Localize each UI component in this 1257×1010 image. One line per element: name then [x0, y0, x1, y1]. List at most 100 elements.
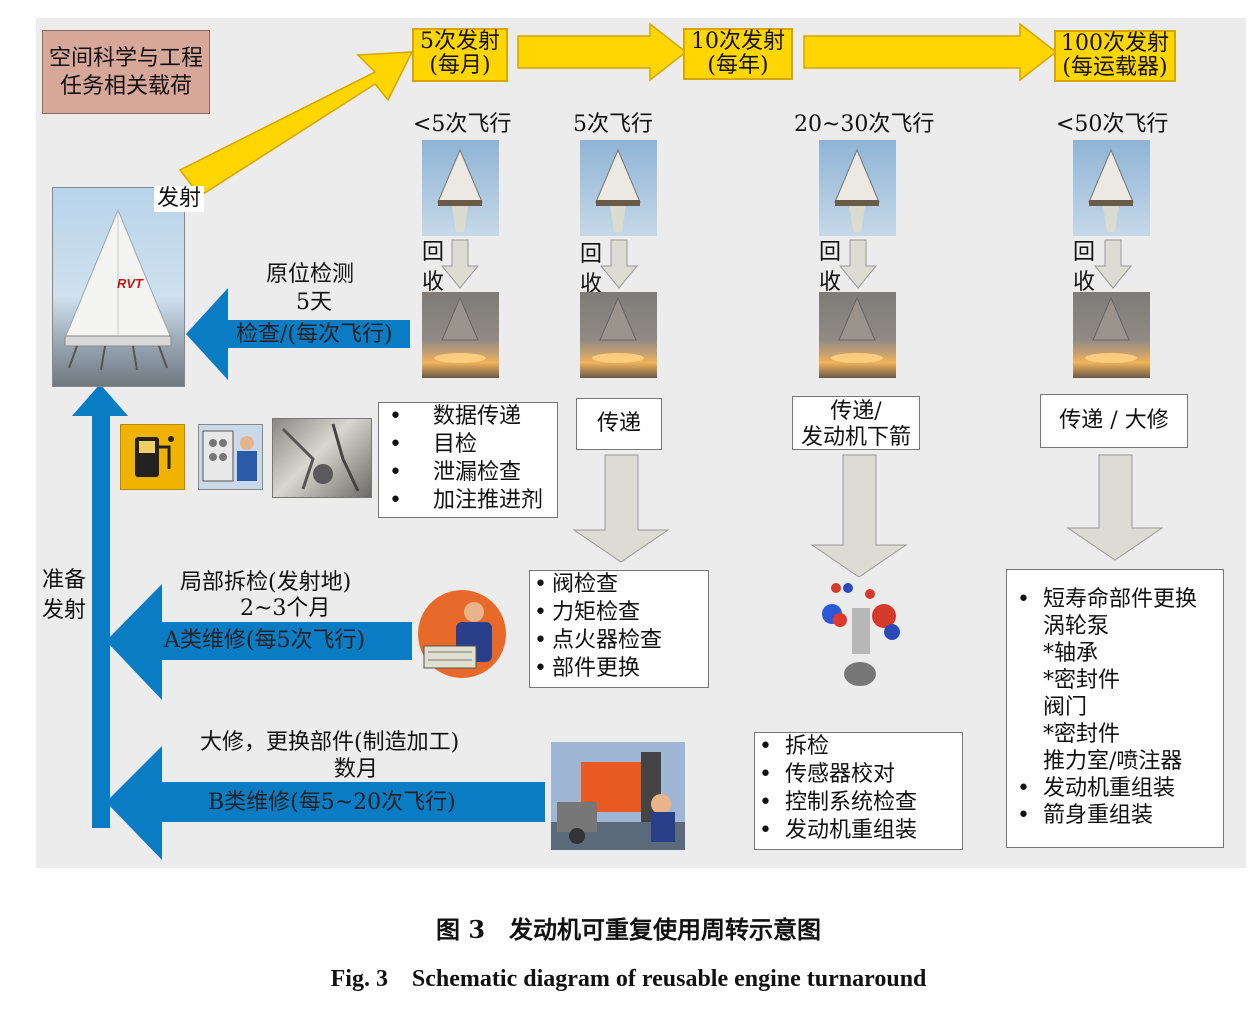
inspection-line1: 原位检测 — [266, 262, 355, 287]
inspection-item: 加注推进剂 — [379, 487, 557, 515]
landing-photo-3 — [819, 292, 896, 378]
recover-arrow-4 — [1093, 239, 1133, 289]
recover-4-char1: 回 — [1073, 240, 1096, 265]
transfer-box-3: 传递 / 大修 — [1040, 394, 1188, 448]
milestone-3-line2: (每运载器) — [1062, 55, 1168, 80]
overhaul-item: *密封件 — [1043, 668, 1121, 693]
milestone-arrow-2 — [803, 22, 1058, 82]
maintenance-b-line1: 大修，更换部件(制造加工) — [200, 730, 460, 755]
transfer-2-line2: 发动机下箭 — [800, 425, 911, 450]
transfer-box-2: 传递/ 发动机下箭 — [792, 396, 920, 450]
recover-2-char1: 回 — [580, 242, 603, 267]
transfer-3-label: 传递 / 大修 — [1059, 408, 1169, 433]
overhaul-list-box: 短寿命部件更换 涡轮泵 *轴承 *密封件 阀门 *密封件 推力室/喷注器 发动机… — [1006, 569, 1224, 848]
recover-label-1: 回 收 — [422, 238, 444, 298]
recover-arrow-3 — [838, 239, 878, 289]
list-a-item: 力矩检查 — [530, 599, 708, 627]
recover-label-2: 回 收 — [580, 240, 602, 300]
prepare-launch-line2: 发射 — [42, 598, 87, 623]
worker-panel-icon — [198, 424, 263, 490]
flight-photo-3 — [819, 140, 896, 236]
flight-photo-2 — [580, 140, 657, 236]
landing-photo-4 — [1073, 292, 1150, 378]
recover-2-char2: 收 — [580, 272, 603, 297]
overhaul-item: 发动机重组装 — [1007, 775, 1223, 802]
payload-line1: 空间科学与工程 — [48, 46, 203, 71]
launch-label: 发射 — [154, 186, 205, 212]
prepare-launch-arrow — [72, 384, 128, 828]
launch-arrow — [178, 51, 414, 198]
list-a-box: 阀检查 力矩检查 点火器检查 部件更换 — [529, 570, 709, 688]
mechanic-clipart — [416, 588, 514, 680]
overhaul-item: 推力室/喷注器 — [1043, 749, 1183, 774]
maintenance-b-arrow — [106, 746, 545, 860]
payload-line2: 任务相关载荷 — [59, 74, 192, 99]
inspection-arrow-label: 检查/(每次飞行) — [236, 322, 393, 347]
list-b-item: 控制系统检查 — [755, 789, 962, 817]
landing-photo-1 — [422, 292, 499, 378]
inspection-arrow — [186, 288, 410, 380]
milestone-1-line2: (每月) — [429, 53, 491, 78]
milestone-box-3: 100次发射 (每运载器) — [1054, 30, 1176, 82]
list-a-item: 阀检查 — [530, 571, 708, 599]
flights-label-1: <5次飞行 — [413, 112, 512, 137]
list-b-item: 发动机重组装 — [755, 817, 962, 845]
vehicle-marking: RVT — [117, 276, 144, 291]
landing-photo-2 — [580, 292, 657, 378]
milestone-2-line1: 10次发射 — [691, 29, 785, 54]
overhaul-item: 箭身重组装 — [1007, 802, 1223, 829]
inspection-item: 数据传递 — [379, 403, 557, 431]
maintenance-a-arrow — [106, 584, 412, 700]
list-b-item: 传感器校对 — [755, 761, 962, 789]
prepare-launch-label: 准备 发射 — [42, 566, 86, 626]
engine-inspection-photo — [272, 418, 372, 498]
list-b-box: 拆检 传感器校对 控制系统检查 发动机重组装 — [754, 732, 963, 850]
transfer-1-label: 传递 — [596, 411, 641, 436]
recover-arrow-2 — [599, 239, 639, 289]
engine-parts-clipart — [812, 580, 908, 692]
recover-3-char1: 回 — [819, 240, 842, 265]
recover-4-char2: 收 — [1073, 270, 1096, 295]
inspection-line2: 5天 — [296, 290, 332, 315]
milestone-1-line1: 5次发射 — [420, 29, 500, 54]
maintenance-b-line2: 数月 — [334, 757, 379, 782]
transfer-arrow-3 — [1066, 454, 1164, 561]
overhaul-item: 涡轮泵 — [1043, 614, 1110, 639]
flights-label-3: 20~30次飞行 — [794, 112, 935, 137]
inspection-item: 目检 — [379, 431, 557, 459]
maintenance-b-arrow-label: B类维修(每5~20次飞行) — [208, 790, 456, 815]
prepare-launch-line1: 准备 — [42, 568, 87, 593]
transfer-2-line1: 传递/ — [830, 399, 882, 424]
milestone-box-1: 5次发射 (每月) — [412, 28, 508, 82]
recover-arrow-1 — [440, 239, 480, 289]
recover-label-3: 回 收 — [819, 238, 841, 298]
recover-1-char2: 收 — [422, 270, 445, 295]
maintenance-a-arrow-label: A类维修(每5次飞行) — [164, 628, 366, 653]
overhaul-item: *轴承 — [1043, 641, 1099, 666]
fuel-pump-icon — [120, 424, 185, 490]
milestone-box-2: 10次发射 (每年) — [683, 28, 793, 80]
maintenance-a-line2: 2~3个月 — [240, 596, 331, 621]
milestone-arrow-1 — [517, 22, 688, 82]
recover-label-4: 回 收 — [1073, 238, 1095, 298]
recover-1-char1: 回 — [422, 240, 445, 265]
list-b-item: 拆检 — [755, 733, 962, 761]
caption-en: Fig. 3 Schematic diagram of reusable eng… — [330, 966, 927, 992]
overhaul-item: 阀门 — [1043, 695, 1088, 720]
workshop-clipart — [551, 742, 685, 850]
vehicle-graphic: RVT — [64, 208, 172, 371]
caption-cn: 图 3 发动机可重复使用周转示意图 — [435, 915, 822, 944]
flight-photo-4 — [1073, 140, 1150, 236]
maintenance-a-line1: 局部拆检(发射地) — [180, 570, 352, 595]
milestone-3-line1: 100次发射 — [1061, 31, 1169, 56]
overhaul-item: 短寿命部件更换 — [1007, 586, 1223, 613]
flights-label-4: <50次飞行 — [1056, 112, 1169, 137]
list-a-item: 点火器检查 — [530, 627, 708, 655]
overhaul-item: *密封件 — [1043, 722, 1121, 747]
vehicle-photo: RVT — [52, 187, 185, 387]
payload-box: 空间科学与工程 任务相关载荷 — [42, 30, 210, 114]
recover-3-char2: 收 — [819, 270, 842, 295]
list-a-item: 部件更换 — [530, 655, 708, 683]
